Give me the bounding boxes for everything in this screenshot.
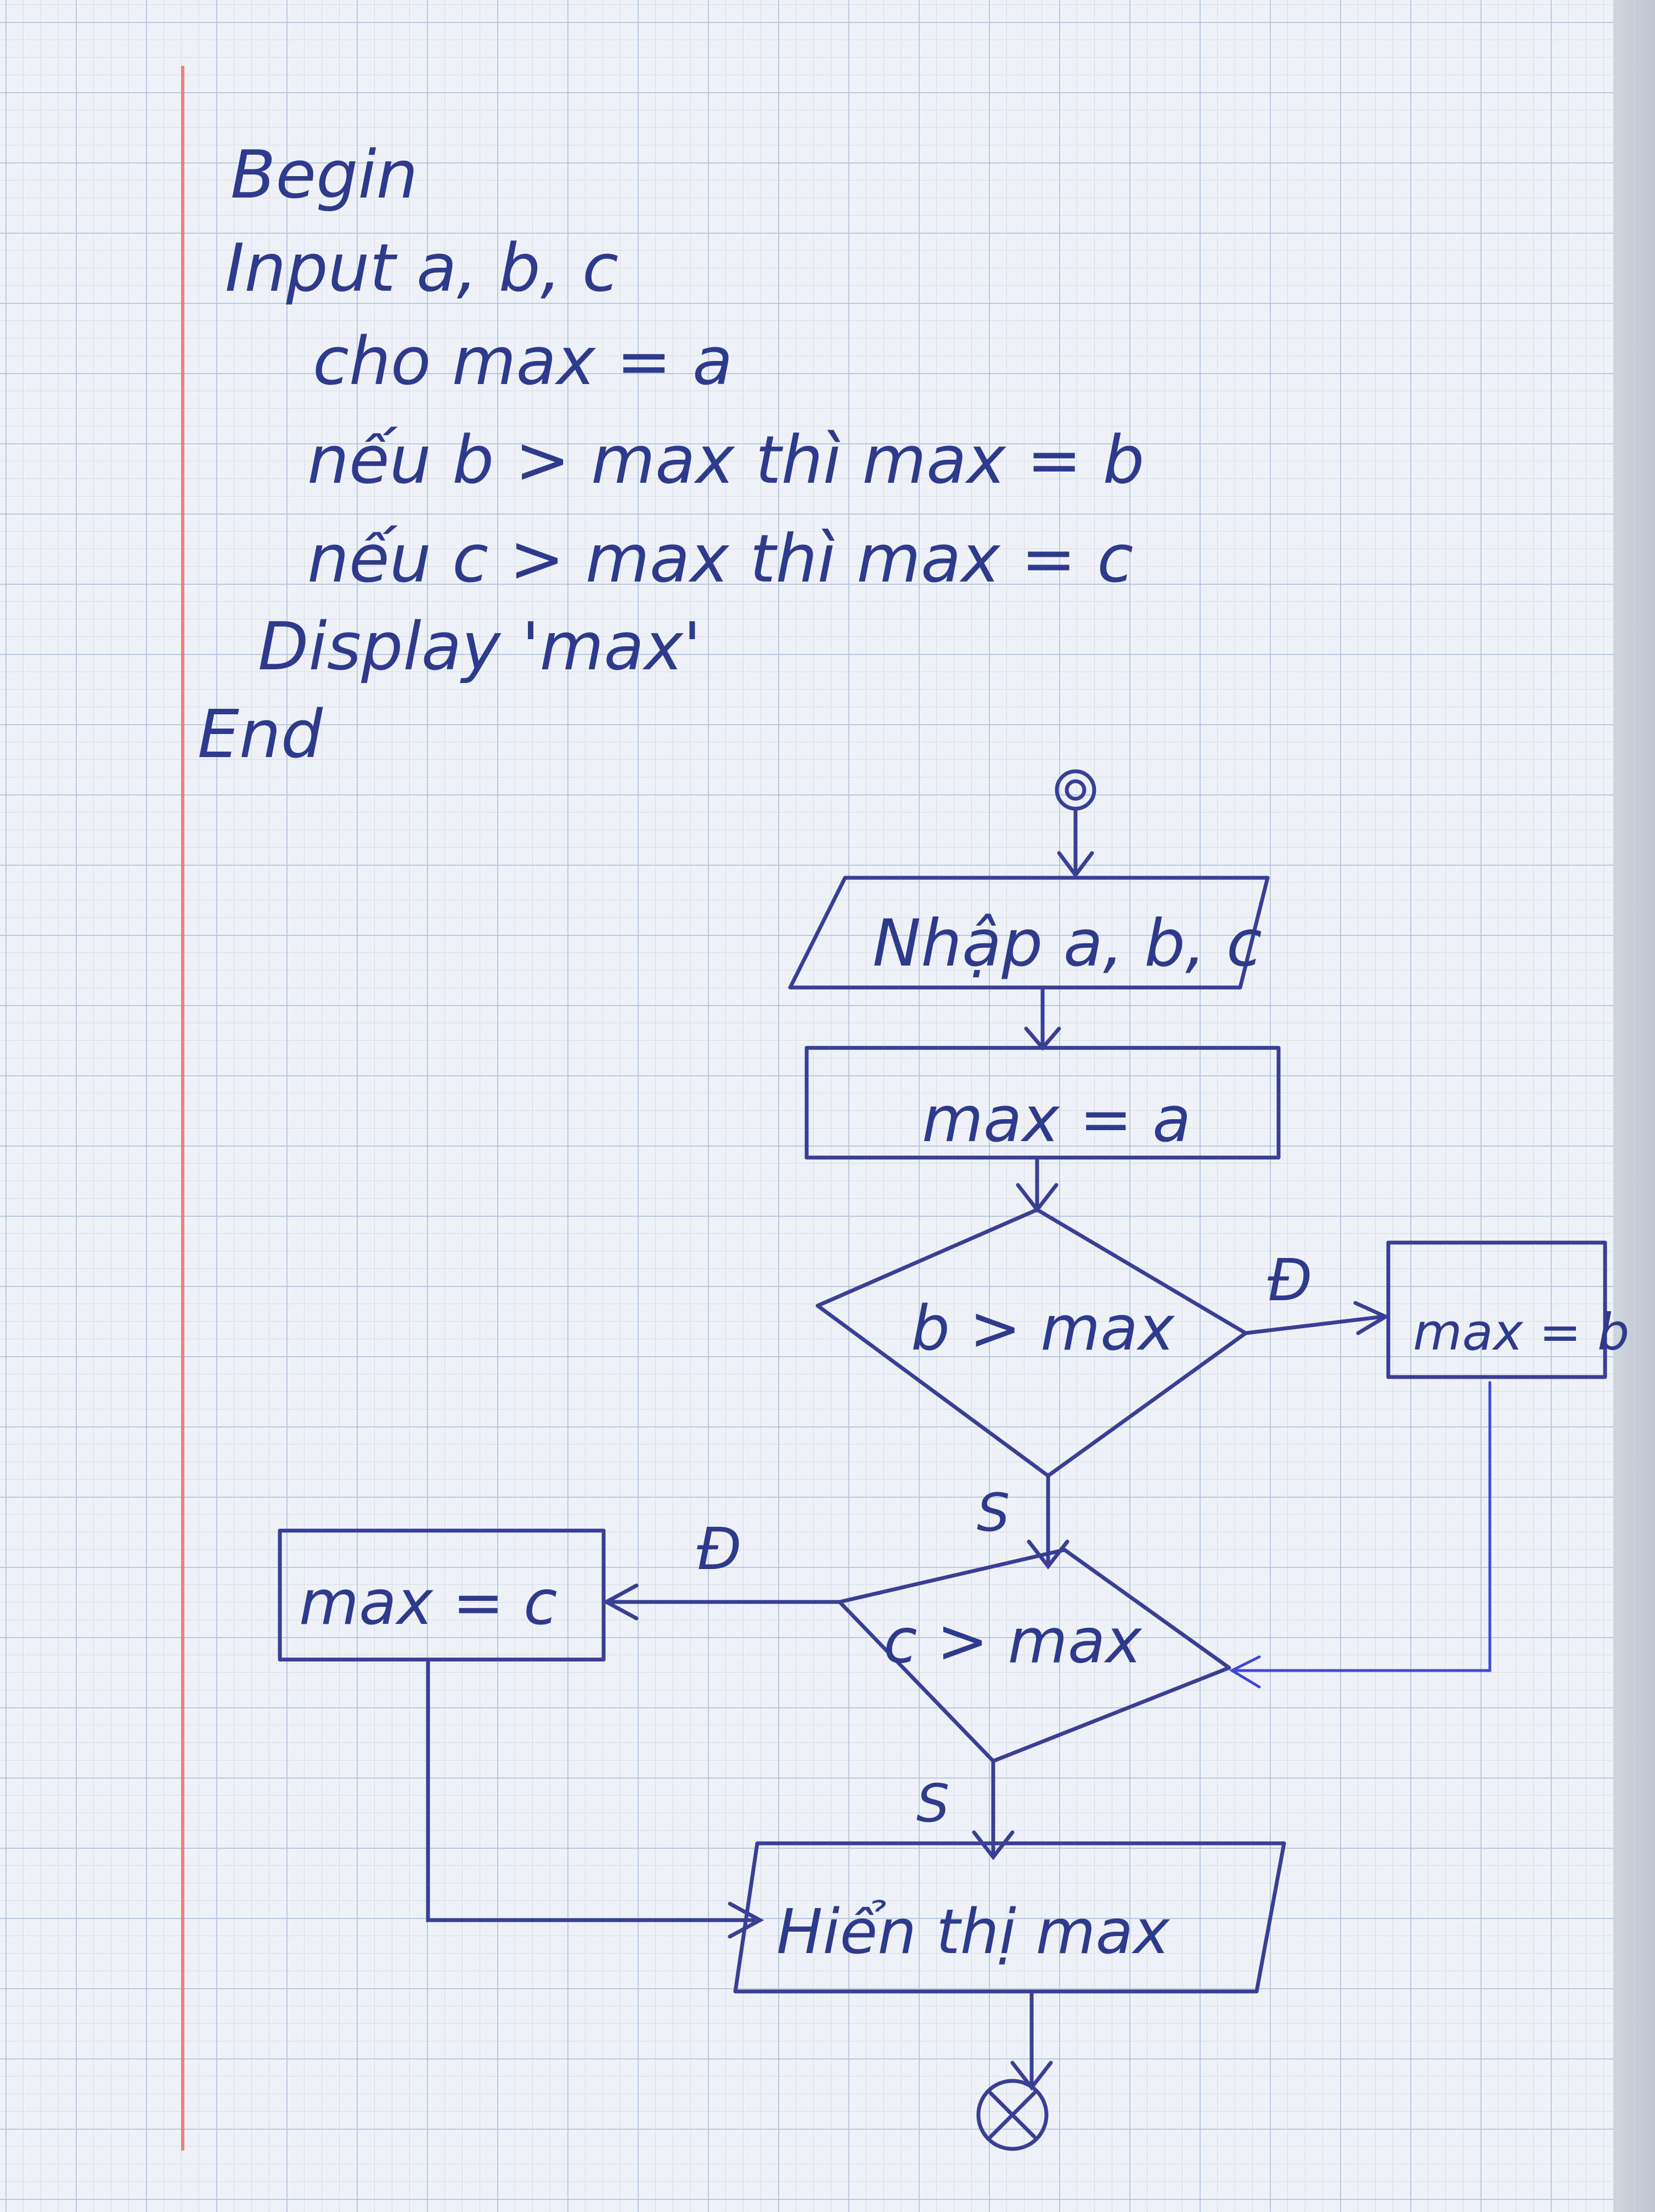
input-text: Nhập a, b, c xyxy=(872,905,1262,981)
arrow-input-to-init xyxy=(1024,985,1061,1051)
arrow-decision-b-true xyxy=(1243,1301,1390,1335)
assign-b-rect xyxy=(1386,1240,1607,1379)
pseudo-display: Display 'max' xyxy=(258,609,701,685)
arrow-output-to-end xyxy=(1010,1989,1053,2091)
pseudo-begin: Begin xyxy=(230,137,418,213)
connector-assign-b-to-decision-c xyxy=(1229,1381,1491,1689)
pseudo-input: Input a, b, c xyxy=(225,230,619,307)
start-node xyxy=(1055,769,1096,811)
pseudo-assign: cho max = a xyxy=(313,324,733,400)
output-parallelogram xyxy=(733,1841,1286,1994)
output-text: Hiển thị max xyxy=(776,1897,1170,1968)
false-label-c: S xyxy=(916,1774,949,1834)
red-margin-line xyxy=(181,66,184,2151)
assign-b-text: max = b xyxy=(1413,1303,1629,1362)
connector-assign-c-to-output xyxy=(426,1657,764,1939)
end-node xyxy=(976,2079,1049,2151)
init-text: max = a xyxy=(922,1083,1191,1156)
arrow-decision-c-true xyxy=(602,1583,842,1621)
pseudo-if-b: nếu b > max thì max = b xyxy=(307,422,1145,499)
input-parallelogram xyxy=(788,876,1270,990)
decision-c-text: c > max xyxy=(883,1606,1142,1677)
pseudo-end: End xyxy=(198,697,323,773)
arrow-decision-c-false xyxy=(972,1759,1015,1860)
pseudo-if-c: nếu c > max thì max = c xyxy=(307,521,1134,597)
arrow-start-to-input xyxy=(1057,807,1094,878)
arrow-init-to-decision-b xyxy=(1016,1155,1059,1213)
true-label-b: Đ xyxy=(1268,1247,1312,1314)
true-label-c: Đ xyxy=(697,1516,741,1583)
page-edge xyxy=(1613,0,1655,2212)
init-rect xyxy=(804,1046,1281,1160)
assign-c-rect xyxy=(278,1528,606,1662)
assign-c-text: max = c xyxy=(299,1567,558,1639)
decision-b-text: b > max xyxy=(911,1293,1175,1364)
false-label-b: S xyxy=(977,1483,1010,1543)
